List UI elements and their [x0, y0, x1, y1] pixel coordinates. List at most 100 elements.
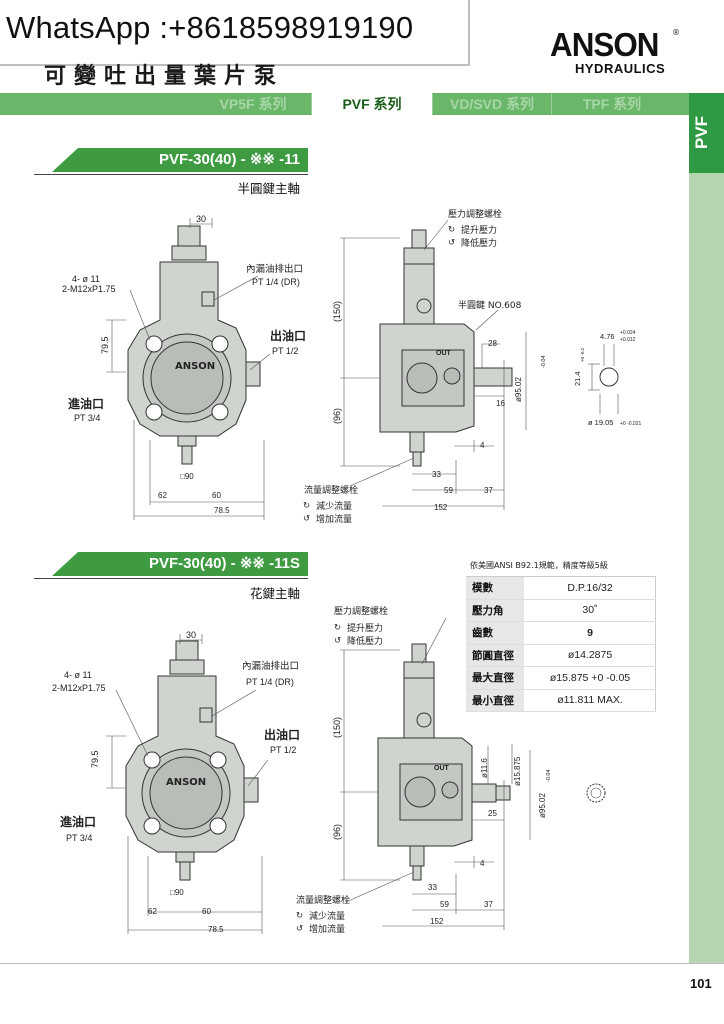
- s1-flow-screw: 流量調整螺栓: [304, 484, 358, 496]
- s2-pressure-up: 提升壓力: [347, 622, 383, 634]
- s1-d62: 62: [158, 491, 167, 500]
- s2-flow-up-icon: ↺: [296, 924, 303, 934]
- s2-flow-down: 減少流量: [309, 910, 345, 922]
- s1-d33: 33: [432, 470, 441, 479]
- s2-dim-30: 30: [186, 630, 196, 640]
- logo-registered-mark: ®: [672, 28, 680, 37]
- s2-inlet-spec: PT 3/4: [66, 833, 92, 843]
- s1-inlet-label: 進油口: [68, 396, 104, 411]
- s1-drain-label: 內漏油排出口: [246, 263, 303, 275]
- s1-key-w: 4.76: [600, 332, 615, 341]
- s1-dim-795: 79.5: [100, 336, 110, 354]
- s1-d4: 4: [480, 441, 485, 450]
- s2-d62: 62: [148, 907, 157, 916]
- s1-key-h: 21.4: [573, 371, 582, 386]
- s2-d116: ø11.6: [480, 758, 489, 778]
- s1-shaft-dia-tol: +0 -0.021: [620, 421, 641, 427]
- s2-d59: 59: [440, 900, 449, 909]
- s2-pressure-screw: 壓力調整螺栓: [334, 605, 388, 617]
- series-nav: VP5F 系列 PVF 系列 VD/SVD 系列 TPF 系列: [0, 93, 689, 115]
- s2-sq90: □90: [170, 888, 184, 897]
- section-2-rule: [34, 578, 308, 579]
- section-1-title: PVF-30(40) - ※※ -11: [52, 148, 308, 172]
- s1-d150: (150): [332, 301, 342, 322]
- s2-d150: (150): [332, 717, 342, 738]
- section-2-title: PVF-30(40) - ※※ -11S: [52, 552, 308, 576]
- s2-d785: 78.5: [208, 925, 224, 934]
- tab-tpf[interactable]: TPF 系列: [582, 96, 642, 112]
- s2-d15875: ø15.875: [513, 756, 522, 786]
- s2-out-label: OUT: [434, 765, 450, 772]
- s1-key-w-tol1: +0.024: [620, 330, 636, 336]
- s1-pressure-up-icon: ↻: [448, 225, 455, 235]
- s1-drain-spec: PT 1/4 (DR): [252, 277, 300, 287]
- page-title: 可變吐出量葉片泵: [44, 64, 285, 89]
- s2-shaft-d: ø95.02: [538, 793, 547, 818]
- s1-shaft-dia: ø 19.05: [588, 418, 613, 427]
- s2-flow-screw: 流量調整螺栓: [296, 894, 350, 906]
- s1-key-label: 半圓鍵 NO.608: [458, 299, 522, 311]
- footer-rule: [0, 963, 724, 964]
- s2-d25: 25: [488, 809, 497, 818]
- s2-pressure-down: 降低壓力: [347, 635, 383, 647]
- s1-d16: 16: [496, 399, 505, 408]
- s1-d785: 78.5: [214, 506, 230, 515]
- watermark-text: WhatsApp :+8618598919190: [6, 10, 414, 45]
- section-2-subtitle: 花鍵主軸: [249, 586, 300, 601]
- s2-inlet-label: 進油口: [60, 814, 96, 829]
- s1-thread: 2-M12xP1.75: [62, 284, 116, 294]
- logo-brand: ANSON: [550, 26, 659, 63]
- s1-key-w-tol2: +0.012: [620, 337, 636, 343]
- s2-d96: (96): [332, 824, 342, 840]
- spec-caption: 依美國ANSI B92.1規範，精度等級5級: [470, 561, 608, 570]
- section-1-body-logo: ANSON: [175, 361, 215, 372]
- s2-holes: 4- ø 11: [64, 670, 92, 680]
- s2-shaft-tol: -0.04: [546, 769, 552, 782]
- watermark-banner: WhatsApp :+8618598919190: [0, 0, 470, 66]
- section-1-subtitle: 半圓鍵主軸: [237, 181, 300, 196]
- s2-drain-label: 內漏油排出口: [242, 660, 299, 672]
- tab-vp5f[interactable]: VP5F 系列: [219, 96, 287, 112]
- s1-flow-down-icon: ↻: [303, 501, 310, 511]
- s2-outlet-label: 出油口: [264, 727, 300, 742]
- s2-drain-spec: PT 1/4 (DR): [246, 677, 294, 687]
- s1-flow-down: 減少流量: [316, 500, 352, 512]
- s1-holes: 4- ø 11: [72, 274, 100, 284]
- s2-d37: 37: [484, 900, 493, 909]
- section-2-body-logo: ANSON: [166, 777, 206, 788]
- s2-d152: 152: [430, 917, 444, 926]
- logo-subtitle: HYDRAULICS: [575, 61, 666, 76]
- s1-outlet-label: 出油口: [270, 328, 306, 343]
- s2-dim-795: 79.5: [90, 750, 100, 768]
- s1-d59: 59: [444, 486, 453, 495]
- s1-pressure-screw: 壓力調整螺栓: [448, 208, 502, 220]
- s2-flow-down-icon: ↻: [296, 911, 303, 921]
- s1-d96: (96): [332, 408, 342, 424]
- s2-thread: 2-M12xP1.75: [52, 683, 106, 693]
- s2-flow-up: 增加流量: [309, 923, 345, 935]
- section-1-rule: [34, 174, 308, 175]
- tab-vd-svd[interactable]: VD/SVD 系列: [449, 96, 534, 112]
- page-number: 101: [690, 976, 712, 991]
- s1-dim-30: 30: [196, 214, 206, 224]
- s2-pressure-up-icon: ↻: [334, 623, 341, 633]
- s2-pressure-down-icon: ↺: [334, 636, 341, 646]
- side-tab-pvf[interactable]: PVF: [689, 93, 724, 173]
- s2-d33: 33: [428, 883, 437, 892]
- s1-pressure-down: 降低壓力: [461, 237, 497, 249]
- anson-logo: ANSON ® HYDRAULICS: [550, 26, 682, 76]
- s1-inlet-spec: PT 3/4: [74, 413, 100, 423]
- s1-flow-up: 增加流量: [316, 513, 352, 525]
- tab-pvf[interactable]: PVF 系列: [312, 93, 432, 115]
- s1-d152: 152: [434, 503, 448, 512]
